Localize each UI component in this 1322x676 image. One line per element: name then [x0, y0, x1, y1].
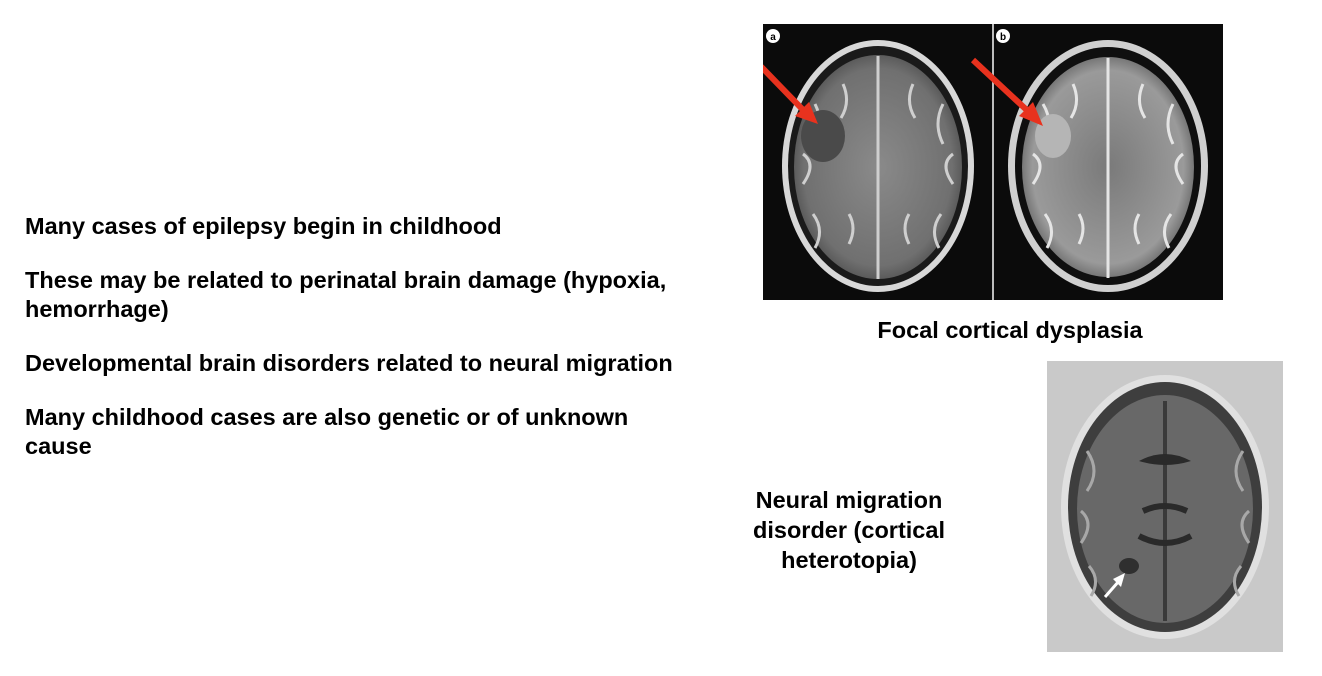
mri-panel-b: b: [970, 29, 1208, 292]
bullet-list: Many cases of epilepsy begin in childhoo…: [25, 212, 675, 486]
mri-heterotopia-figure: [1047, 361, 1283, 652]
mri-dysplasia-figure: a b: [763, 24, 1223, 300]
panel-b-label: b: [1000, 32, 1006, 43]
bullet-item: Many childhood cases are also genetic or…: [25, 404, 629, 459]
mri-panel-a: a: [763, 29, 974, 292]
red-arrow-icon: [970, 57, 1043, 126]
bullet-item: Developmental brain disorders related to…: [25, 350, 673, 376]
bullet-item: Many cases of epilepsy begin in childhoo…: [25, 213, 502, 239]
figure-caption-heterotopia: Neural migration disorder (cortical hete…: [753, 487, 945, 573]
mri-dysplasia-image: a b: [763, 24, 1208, 300]
mri-heterotopia-image: [1061, 375, 1269, 639]
figure-caption-dysplasia: Focal cortical dysplasia: [877, 317, 1143, 343]
bullet-item: These may be related to perinatal brain …: [25, 267, 667, 322]
panel-a-label: a: [770, 32, 776, 43]
white-arrow-icon: [1103, 573, 1125, 598]
red-arrow-icon: [763, 64, 818, 124]
